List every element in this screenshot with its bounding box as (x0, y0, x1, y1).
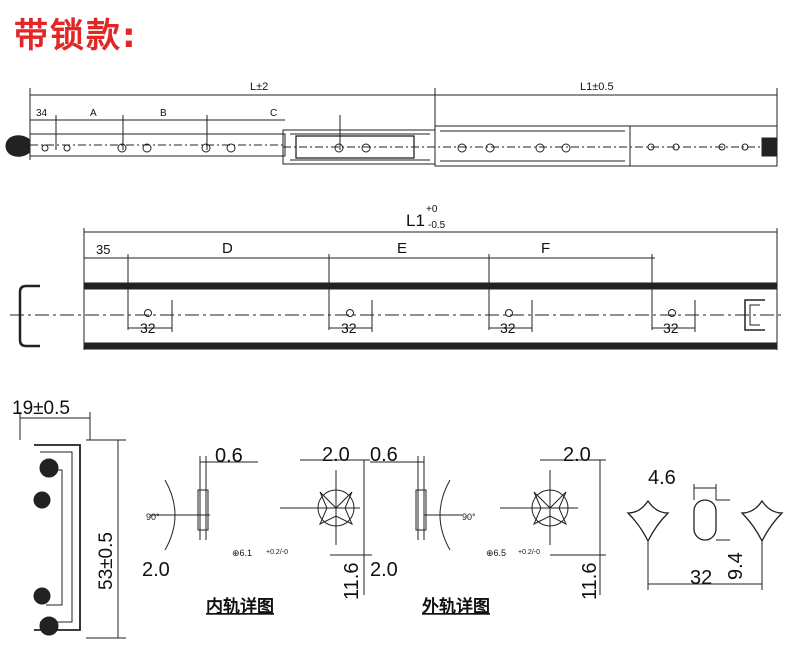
angle-outer: 90° (462, 512, 476, 522)
dim-outer-2.0-b: 2.0 (563, 444, 591, 466)
dim-32: 32 (663, 320, 679, 336)
dim-outer-length: L1±0.5 (580, 81, 614, 93)
dim-rail-total: L1 (406, 211, 425, 230)
dim-hole-9.4: 9.4 (725, 552, 747, 580)
dim-hole-32: 32 (690, 567, 712, 589)
dim-inner-0.6: 0.6 (215, 445, 243, 467)
page-title: 带锁款: (14, 16, 138, 56)
dim-profile-height: 53±0.5 (96, 532, 117, 590)
dim-inner-2.0-b: 2.0 (322, 444, 350, 466)
outer-detail-label: 外轨详图 (422, 596, 490, 617)
dim-outer-0.6: 0.6 (370, 444, 398, 466)
hole-inner: ⊕6.1 (232, 548, 252, 558)
dim-a: A (90, 108, 97, 119)
dim-35: 35 (96, 242, 110, 257)
dim-d: D (222, 240, 233, 257)
inner-rail-detail (150, 456, 372, 595)
dim-total-length: L±2 (250, 81, 268, 93)
dim-34: 34 (36, 108, 48, 119)
dim-32: 32 (140, 320, 156, 336)
dim-c: C (270, 108, 277, 119)
dim-32: 32 (341, 320, 357, 336)
hole-outer: ⊕6.5 (486, 548, 506, 558)
outer-rail-view (10, 228, 785, 350)
dim-32: 32 (500, 320, 516, 336)
dim-rail-lower-tol: -0.5 (428, 220, 446, 231)
dim-inner-2.0-a: 2.0 (142, 559, 170, 581)
cross-section-profile (19, 412, 126, 639)
dim-b: B (160, 108, 167, 119)
angle-inner: 90° (146, 512, 160, 522)
dim-f: F (541, 240, 550, 257)
dim-outer-11.6: 11.6 (579, 563, 601, 600)
top-slide-view (5, 88, 778, 167)
hole-pattern (626, 484, 784, 590)
dim-outer-2.0-a: 2.0 (370, 559, 398, 581)
inner-detail-label: 内轨详图 (206, 596, 274, 617)
hole-outer-tol: +0.2/-0 (518, 549, 540, 556)
dim-hole-4.6: 4.6 (648, 467, 676, 489)
hole-inner-tol: +0.2/-0 (266, 549, 288, 556)
dim-e: E (397, 240, 407, 257)
dim-inner-11.6: 11.6 (341, 563, 363, 600)
dim-rail-upper-tol: +0 (426, 204, 438, 215)
outer-rail-detail (370, 456, 606, 595)
dim-profile-width: 19±0.5 (12, 398, 70, 419)
